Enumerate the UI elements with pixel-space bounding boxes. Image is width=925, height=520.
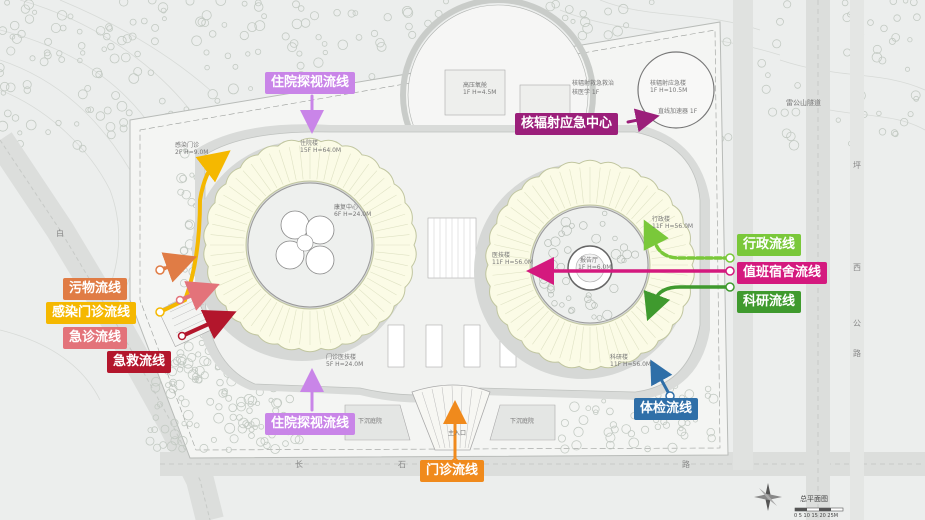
- road-right-1: 坪: [853, 161, 861, 170]
- hyperbaric-label: 高压氧舱: [463, 82, 488, 89]
- rescue-tag: 急救流线: [107, 351, 172, 373]
- admin-tag: 行政流线: [737, 234, 802, 256]
- outpatient-bldg-label: 门诊医技楼: [326, 354, 357, 361]
- entrance-label: 主入口: [448, 430, 467, 437]
- medtech-label: 医技楼: [492, 252, 511, 259]
- plan-title: 总平面图: [800, 495, 828, 503]
- flow-lines: [158, 94, 732, 462]
- medtech-sub-label: 11F H=56.0M: [492, 259, 534, 266]
- outpatient-tag: 门诊流线: [420, 460, 485, 482]
- north-arrow: [754, 483, 782, 511]
- research-sub-label: 11F H=56.0M: [610, 361, 652, 368]
- road-bottom-2: 石: [398, 460, 406, 469]
- sunken-right-label: 下沉庭院: [510, 418, 535, 425]
- research-bldg-label: 科研楼: [610, 354, 629, 361]
- emergency-tag: 急诊流线: [63, 327, 128, 349]
- admin-sub-label: 11F H=56.0M: [652, 223, 694, 230]
- nuclear-bldg-label: 核辐射救急救治: [572, 80, 615, 87]
- road-left-1: 白: [56, 229, 64, 238]
- checkup-tag: 体检流线: [634, 398, 699, 420]
- road-right-4: 路: [853, 349, 861, 358]
- radiation-sub-label: 1F H=10.5M: [650, 87, 688, 94]
- inpatient-sub-label: 15F H=64.0M: [300, 147, 342, 154]
- inpatient-label: 住院楼: [300, 140, 319, 147]
- lecture-sub-label: 1F H=6.0M: [578, 264, 612, 271]
- radiation-center-label: 核辐射应急楼: [650, 80, 687, 87]
- scale-label: 0 5 10 15 20 25M: [794, 513, 839, 519]
- infect-clinic-label: 感染门诊: [175, 142, 200, 149]
- duty-tag: 值班宿舍流线: [737, 262, 828, 284]
- sunken-left-label: 下沉庭院: [358, 418, 383, 425]
- infect-sub-label: 2F H=9.0M: [175, 149, 209, 156]
- research-tag: 科研流线: [737, 291, 802, 313]
- nuclear-sub-label: 核医学 1F: [572, 89, 600, 96]
- rehab-label: 康复中心: [334, 204, 359, 211]
- road-right-3: 公: [853, 319, 861, 328]
- scale-bar: [794, 507, 844, 512]
- road-right-2: 西: [853, 263, 861, 272]
- nuclear-tag: 核辐射应急中心: [515, 113, 619, 135]
- infection-tag: 感染门诊流线: [46, 302, 137, 324]
- rehab-sub-label: 6F H=24.0M: [334, 211, 372, 218]
- linac-label: 直线加速器 1F: [658, 108, 698, 115]
- hyperbaric-sub-label: 1F H=4.5M: [463, 89, 497, 96]
- road-bottom-3: 路: [682, 460, 690, 469]
- visit-bottom-tag: 住院探视流线: [265, 413, 356, 435]
- tunnel-label: 雷公山隧道: [786, 99, 821, 107]
- dirty-tag: 污物流线: [63, 278, 128, 300]
- road-bottom-1: 长: [295, 460, 303, 469]
- inpatient-ring: [192, 137, 417, 361]
- outpatient-sub-label: 5F H=24.0M: [326, 361, 364, 368]
- admin-bldg-label: 行政楼: [652, 216, 671, 223]
- lecture-label: 报告厅: [580, 257, 599, 264]
- visit-top-tag: 住院探视流线: [265, 72, 356, 94]
